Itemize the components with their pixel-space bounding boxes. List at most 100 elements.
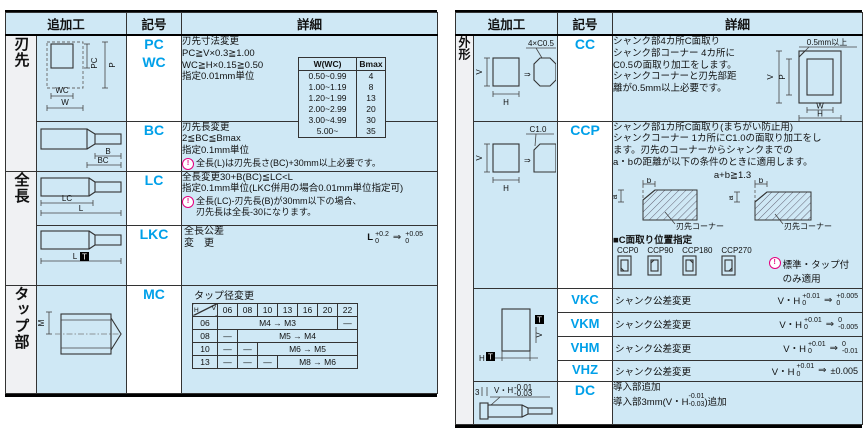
- svg-text:PC: PC: [90, 57, 99, 68]
- svg-text:L: L: [79, 204, 84, 213]
- mc-diagram: M: [35, 284, 128, 394]
- cc-chamfer-diagram-icon: 4×C0.5 V ⇒ H: [475, 39, 556, 107]
- right-header-row: 追加工 記号 詳細: [454, 12, 864, 36]
- cc-body-text: シャンク部4カ所C面取り シャンク部コーナー 4カ所に C0.5の面取り加工をし…: [613, 36, 737, 95]
- svg-text:刃先コーナー: 刃先コーナー: [784, 221, 832, 231]
- code-bc: BC: [126, 120, 183, 172]
- svg-text:⇒: ⇒: [524, 70, 531, 79]
- ccp0-icon: [617, 255, 632, 276]
- ccp-position-270: CCP270: [721, 246, 752, 278]
- header-tsuikako: 追加工: [454, 12, 559, 36]
- svg-text:b: b: [647, 178, 652, 185]
- svg-text:V: V: [475, 154, 484, 160]
- left-header-row: 追加工 記号 詳細: [4, 12, 439, 36]
- ccp270-icon: [721, 255, 736, 276]
- code-vkc: VKC: [557, 287, 614, 313]
- ccp-position-0: CCP0: [617, 246, 638, 278]
- row-cc: 外形 4×C0.5 V ⇒ H CC シャンク部4カ所C面取り シャンク部コーナ…: [455, 34, 864, 425]
- tap-title: タップ径変更: [194, 290, 255, 302]
- svg-text:V・H: V・H: [494, 386, 513, 395]
- svg-text:H: H: [503, 98, 509, 107]
- svg-text:LC: LC: [62, 194, 72, 203]
- detail-mc: タップ径変更 V H 06 08 10 13 16 20 22 06: [181, 284, 439, 394]
- svg-text:-0.03: -0.03: [514, 389, 533, 398]
- svg-text:a: a: [613, 194, 619, 199]
- svg-text:T: T: [488, 352, 493, 361]
- lkc-diagram: L T: [35, 224, 128, 286]
- row-bc: B BC BC 刃先長変更 2≦BC≦Bmax 指定0.1mm単位 全長(L)は…: [6, 120, 439, 172]
- tap-row: 10 — — M6 → M5: [192, 341, 359, 356]
- ccp-chamfer-diagram-icon: C1.0 V ⇒ H: [475, 125, 556, 193]
- svg-text:-0.01: -0.01: [514, 383, 533, 392]
- lead-in-diagram-icon: 3 V・H -0.01 -0.03: [475, 383, 553, 420]
- note-icon: [182, 157, 195, 170]
- blade-size-diagram-icon: PC P WC W: [46, 41, 117, 111]
- ccp-condition: a+b≧1.3: [713, 169, 752, 181]
- left-alteration-table: 追加工 記号 詳細 刃先 PC P WC W PC WC 刃先寸法変更 PC≧V…: [4, 10, 439, 397]
- svg-text:WC: WC: [55, 86, 69, 95]
- svg-text:BC: BC: [97, 156, 108, 165]
- svg-text:H: H: [817, 110, 823, 119]
- code-ccp: CCP: [557, 120, 614, 289]
- right-main-table: 追加工 記号 詳細 外形 4×C0.5 V ⇒ H CC シャンク部4カ所C面取…: [454, 12, 864, 425]
- note-icon: [768, 256, 781, 269]
- svg-text:W: W: [816, 102, 824, 111]
- svg-text:L: L: [73, 252, 78, 261]
- lc-note: 全長(LC)-刃先長(B)が30mm以下の場合、 刃先長は全長-30になります。: [182, 196, 437, 218]
- code-vhm: VHM: [557, 335, 614, 361]
- dc-diagram: 3 V・H -0.01 -0.03: [472, 380, 559, 425]
- svg-text:V: V: [475, 69, 484, 75]
- row-lc: 全長 LC L LC 全長変更30+B(BC)≦LC<L 指定0.1mm単位(L…: [5, 170, 439, 286]
- row-mc: タップ部 M MC タップ径変更 V H 06 08: [5, 284, 439, 394]
- ccp-position-row: CCP0 CCP90 CCP180 CCP270 標準・タップ付: [617, 246, 862, 285]
- code-lc: LC: [126, 170, 183, 226]
- note-icon: [182, 196, 195, 209]
- header-kigo: 記号: [557, 12, 614, 36]
- svg-text:⇒: ⇒: [524, 156, 531, 165]
- ccp90-icon: [647, 255, 662, 276]
- code-cc: CC: [557, 34, 614, 122]
- svg-text:T: T: [82, 252, 87, 261]
- tap-row: 13 — — — M8 → M6: [192, 354, 359, 369]
- tap-row: 06 M4 → M3 —: [192, 315, 359, 330]
- cc-shank-diagram-icon: 0.5mm以上 V P W H: [766, 38, 858, 120]
- ccp-position-90: CCP90: [647, 246, 673, 278]
- lc-body-text: 全長変更30+B(BC)≦LC<L 指定0.1mm単位(LKC併用の場合0.01…: [182, 171, 404, 195]
- svg-text:刃先コーナー: 刃先コーナー: [676, 221, 724, 231]
- detail-lc: 全長変更30+B(BC)≦LC<L 指定0.1mm単位(LKC併用の場合0.01…: [181, 170, 439, 226]
- cc-diagram: 4×C0.5 V ⇒ H: [472, 34, 559, 122]
- group-gaikei: 外形: [455, 34, 474, 425]
- pcwc-diagram: PC P WC W: [35, 34, 128, 122]
- header-shosai: 詳細: [181, 12, 439, 36]
- ccp-corner-diagram-icon: b a 刃先コーナー: [729, 178, 832, 231]
- shank-tolerance-diagram-icon: H T T V: [479, 307, 544, 363]
- code-dc: DC: [557, 380, 614, 425]
- detail-cc: シャンク部4カ所C面取り シャンク部コーナー 4カ所に C0.5の面取り加工をし…: [612, 34, 864, 122]
- ccp-position-title: ■C面取り位置指定: [613, 234, 693, 246]
- tap-header-row: V H 06 08 10 13 16 20 22: [192, 302, 359, 317]
- dc-line2: 導入部3mm(V・H -0.01-0.03 )追加: [613, 393, 727, 408]
- tolerance-box-icon: [80, 251, 89, 261]
- overall-length-diagram-icon: LC L: [40, 176, 122, 216]
- left-main-table: 追加工 記号 詳細 刃先 PC P WC W PC WC 刃先寸法変更 PC≧V…: [4, 12, 439, 394]
- svg-text:P: P: [778, 74, 787, 79]
- lkc-label: 全長公差 変 更: [184, 225, 225, 249]
- svg-text:4×C0.5: 4×C0.5: [528, 39, 555, 48]
- lc-diagram: LC L: [35, 170, 128, 226]
- row-ccp: C1.0 V ⇒ H CCP シャンク部1カ所C面取り(まちがい防止用) シャン…: [456, 120, 864, 289]
- ccp-position-180: CCP180: [682, 246, 712, 278]
- ccp-corner-diagram-icon: b a 刃先コーナー: [613, 178, 725, 231]
